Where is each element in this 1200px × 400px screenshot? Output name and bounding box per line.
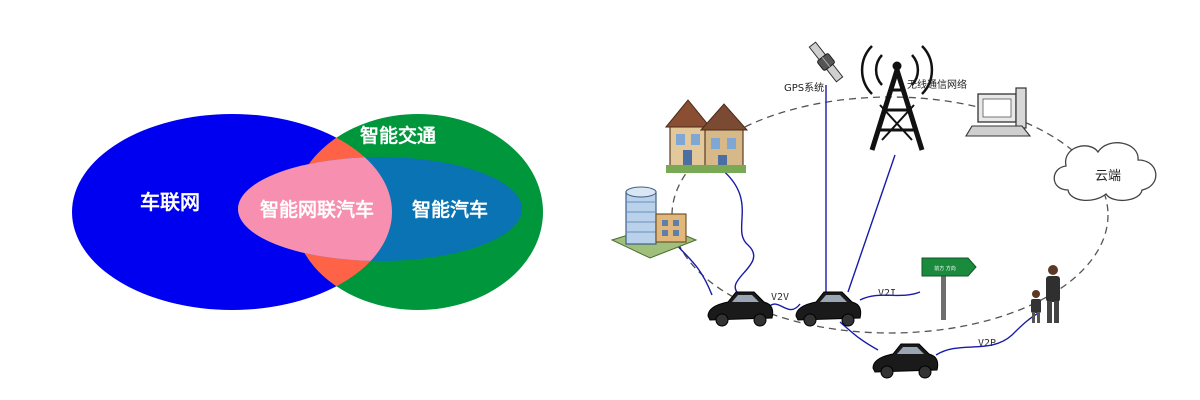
pedestrians-icon bbox=[1031, 265, 1060, 323]
smart-car-label: 智能汽车 bbox=[412, 198, 488, 221]
radio-tower-icon bbox=[860, 45, 934, 151]
v2v-link bbox=[767, 303, 801, 311]
network-illustration: V2V V2I V2P GPS系统 无线通信网络 bbox=[610, 41, 1157, 379]
connection-lines bbox=[671, 85, 1041, 356]
v2p-link bbox=[935, 311, 1041, 356]
building-link bbox=[671, 239, 713, 296]
v2p-label: V2P bbox=[978, 338, 996, 349]
car-middle-icon bbox=[795, 291, 862, 327]
office-building-icon bbox=[610, 186, 698, 259]
gps-label: GPS系统 bbox=[784, 81, 824, 94]
computer-icon bbox=[965, 87, 1032, 137]
car-down-link bbox=[839, 321, 879, 351]
intelligent-transport-label: 智能交通 bbox=[360, 124, 437, 147]
v2i-label: V2I bbox=[878, 288, 896, 299]
road-sign-icon: 前方 方向 bbox=[921, 257, 977, 320]
icv-center-region bbox=[238, 157, 392, 261]
road-sign-text: 前方 方向 bbox=[934, 265, 956, 272]
gps-satellite-icon bbox=[808, 41, 844, 83]
cloud-label: 云端 bbox=[1095, 169, 1121, 184]
house-link bbox=[719, 167, 755, 296]
connected-vehicle-label: 车联网 bbox=[140, 190, 200, 214]
car-bottom-icon bbox=[872, 343, 939, 379]
tower-link bbox=[847, 154, 896, 293]
cloud-icon bbox=[1053, 142, 1157, 201]
venn-diagram: 车联网 智能交通 智能网联汽车 智能汽车 bbox=[72, 114, 543, 310]
wireless-label: 无线通信网络 bbox=[907, 78, 967, 91]
icv-label: 智能网联汽车 bbox=[260, 198, 374, 221]
v2i-link bbox=[859, 291, 921, 301]
car-left-icon bbox=[707, 291, 774, 327]
houses-icon bbox=[664, 99, 749, 173]
v2v-label: V2V bbox=[771, 292, 789, 303]
